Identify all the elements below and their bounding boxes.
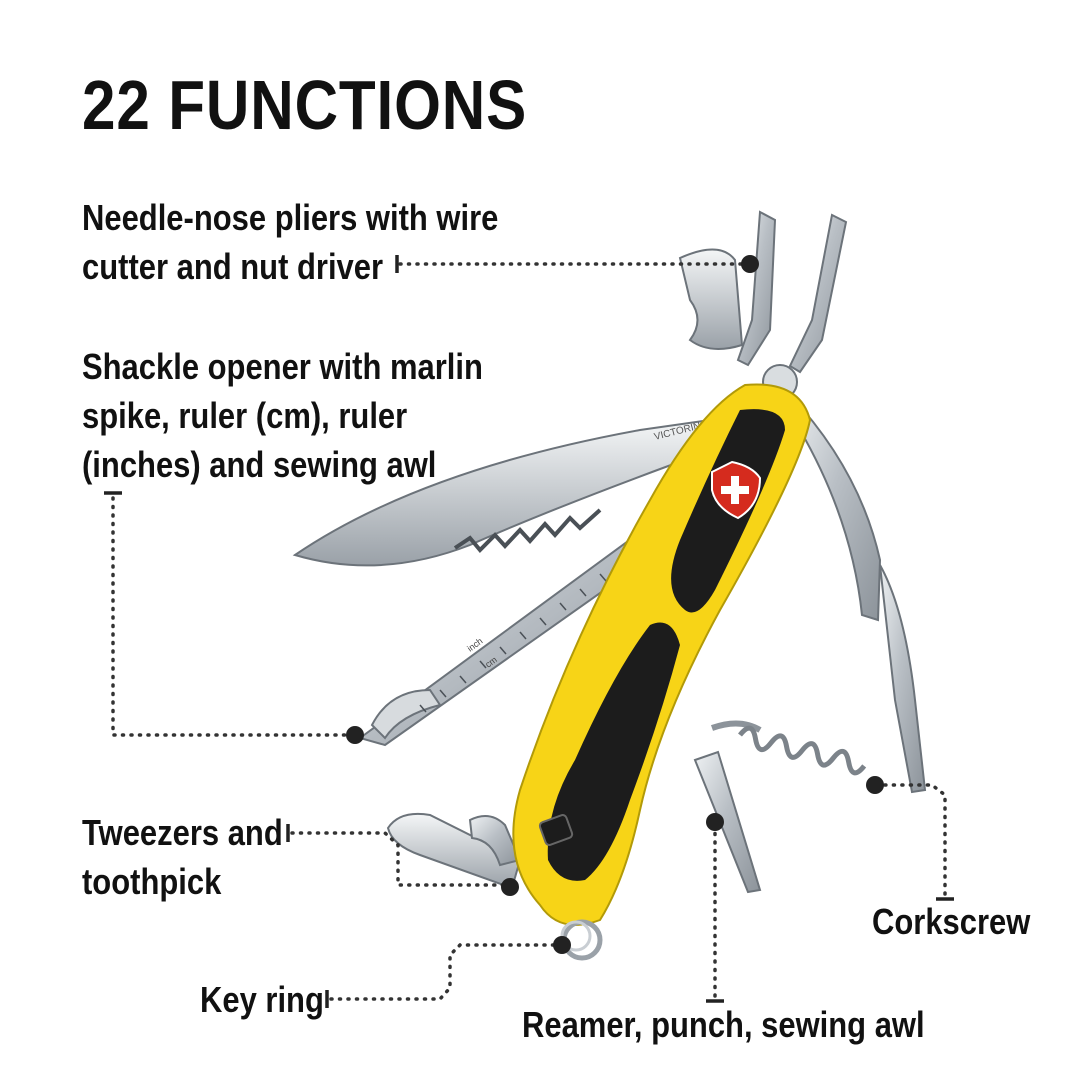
tweezers-opener bbox=[386, 812, 522, 890]
callout-key-ring bbox=[325, 936, 571, 1008]
label-shackle-opener: Shackle opener with marlin spike, ruler … bbox=[82, 342, 483, 489]
corkscrew-tool bbox=[710, 720, 867, 776]
knife-handle bbox=[512, 383, 812, 926]
label-tweezers: Tweezers and toothpick bbox=[82, 808, 283, 906]
label-corkscrew: Corkscrew bbox=[872, 901, 1031, 942]
label-shackle-line-1: Shackle opener with marlin bbox=[82, 346, 483, 387]
reamer-tool bbox=[693, 750, 762, 894]
swiss-cross-emblem-icon bbox=[711, 460, 762, 520]
label-reamer: Reamer, punch, sewing awl bbox=[522, 1004, 925, 1045]
label-tweezers-line-1: Tweezers and bbox=[82, 812, 283, 853]
label-shackle-line-3: (inches) and sewing awl bbox=[82, 444, 437, 485]
label-pliers-line-2: cutter and nut driver bbox=[82, 246, 384, 287]
label-pliers-line-1: Needle-nose pliers with wire bbox=[82, 197, 499, 238]
callout-pliers bbox=[395, 255, 759, 273]
label-tweezers-line-2: toothpick bbox=[82, 861, 222, 902]
page-title: 22 FUNCTIONS bbox=[82, 66, 528, 144]
label-shackle-line-2: spike, ruler (cm), ruler bbox=[82, 395, 408, 436]
serrated-blade: VICTORINOX bbox=[292, 417, 716, 567]
pliers-tool bbox=[678, 210, 927, 794]
callout-shackle bbox=[104, 491, 364, 744]
callout-corkscrew bbox=[866, 776, 954, 901]
label-key-ring: Key ring bbox=[200, 979, 324, 1020]
callout-tweezers bbox=[286, 824, 519, 896]
ruler-ticks bbox=[419, 544, 647, 713]
label-pliers: Needle-nose pliers with wire cutter and … bbox=[82, 193, 498, 291]
callout-reamer bbox=[706, 813, 724, 1003]
